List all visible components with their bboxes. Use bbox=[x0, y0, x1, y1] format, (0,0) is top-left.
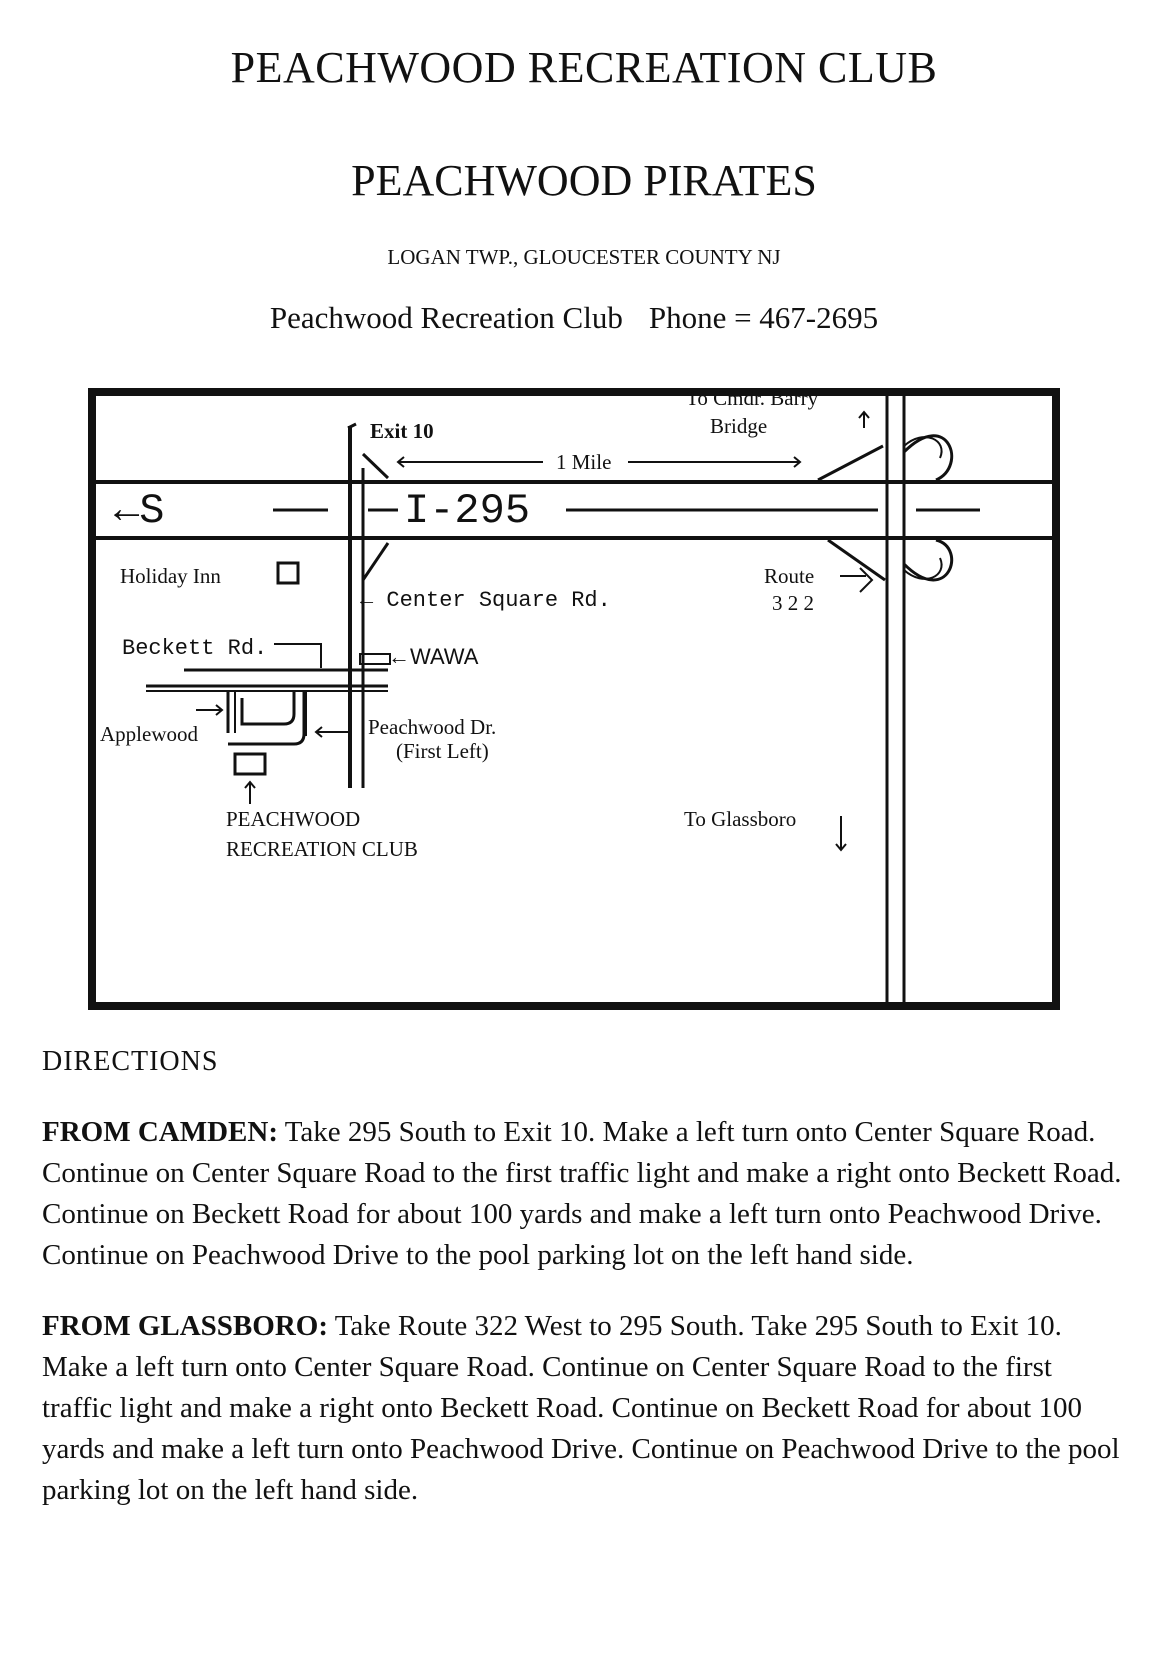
map-bridge-label: To Cmdr. Barry bbox=[686, 388, 819, 410]
phone-label: Peachwood Recreation Club bbox=[269, 300, 623, 335]
glassboro-label: FROM GLASSBORO: bbox=[42, 1310, 328, 1342]
map-holiday-inn: Holiday Inn bbox=[120, 564, 221, 588]
map-exit-label: Exit 10 bbox=[370, 419, 434, 443]
cloverleaf-loop bbox=[902, 538, 954, 582]
map-wawa-label: ←WAWA bbox=[388, 644, 479, 669]
page-title: PEACHWOOD RECREATION CLUB bbox=[230, 43, 938, 92]
directions-map: ←S I-295 Exit 10 1 Mile To Cmdr. Barry B… bbox=[88, 388, 1060, 1010]
map-applewood-label: Applewood bbox=[100, 722, 198, 746]
camden-label: FROM CAMDEN: bbox=[42, 1116, 278, 1148]
map-club-label-2: RECREATION CLUB bbox=[226, 837, 418, 861]
map-route-number: 3 2 2 bbox=[772, 591, 814, 615]
phone-line: Peachwood Recreation Club Phone = 467-269… bbox=[0, 300, 1158, 336]
directions-from-camden: FROM CAMDEN: Take 295 South to Exit 10. … bbox=[42, 1112, 1122, 1276]
peachwood-dr bbox=[228, 692, 306, 746]
map-beckett-label: Beckett Rd. bbox=[122, 636, 267, 661]
ramp-se bbox=[827, 538, 886, 582]
map-direction-south: ←S bbox=[114, 487, 164, 535]
peachwood-dr-loop bbox=[240, 692, 296, 726]
exit-ramp bbox=[361, 452, 390, 480]
page-subtitle: PEACHWOOD PIRATES bbox=[351, 156, 817, 205]
phone-number: Phone = 467-2695 bbox=[648, 300, 879, 335]
map-bridge-label-2: Bridge bbox=[710, 414, 767, 438]
directions-section: DIRECTIONS FROM CAMDEN: Take 295 South t… bbox=[42, 1046, 1122, 1541]
map-route-label: Route bbox=[764, 564, 814, 588]
directions-from-glassboro: FROM GLASSBORO: Take Route 322 West to 2… bbox=[42, 1306, 1122, 1511]
holiday-inn-building bbox=[276, 561, 300, 585]
camden-text: Take 295 South to Exit 10. Make a left t… bbox=[42, 1116, 1122, 1271]
glassboro-text: Take Route 322 West to 295 South. Take 2… bbox=[42, 1310, 1120, 1506]
map-distance-label: 1 Mile bbox=[556, 450, 611, 474]
beckett-pointer bbox=[274, 643, 322, 668]
location-line: LOGAN TWP., GLOUCESTER COUNTY NJ bbox=[387, 245, 781, 269]
map-glassboro-label: To Glassboro bbox=[684, 807, 796, 831]
map-first-left: (First Left) bbox=[396, 739, 489, 763]
ramp-ne bbox=[817, 444, 884, 482]
map-highway-label: I-295 bbox=[404, 487, 530, 535]
exit-ramp bbox=[361, 542, 390, 581]
directions-heading: DIRECTIONS bbox=[42, 1046, 219, 1077]
club-building bbox=[233, 752, 267, 776]
map-center-square: ← Center Square Rd. bbox=[360, 588, 611, 613]
map-club-label: PEACHWOOD bbox=[226, 807, 360, 831]
wawa-building bbox=[359, 653, 391, 665]
cloverleaf-loop bbox=[902, 434, 954, 482]
map-peachwood-dr: Peachwood Dr. bbox=[368, 715, 496, 739]
map-frame bbox=[88, 388, 1060, 1010]
